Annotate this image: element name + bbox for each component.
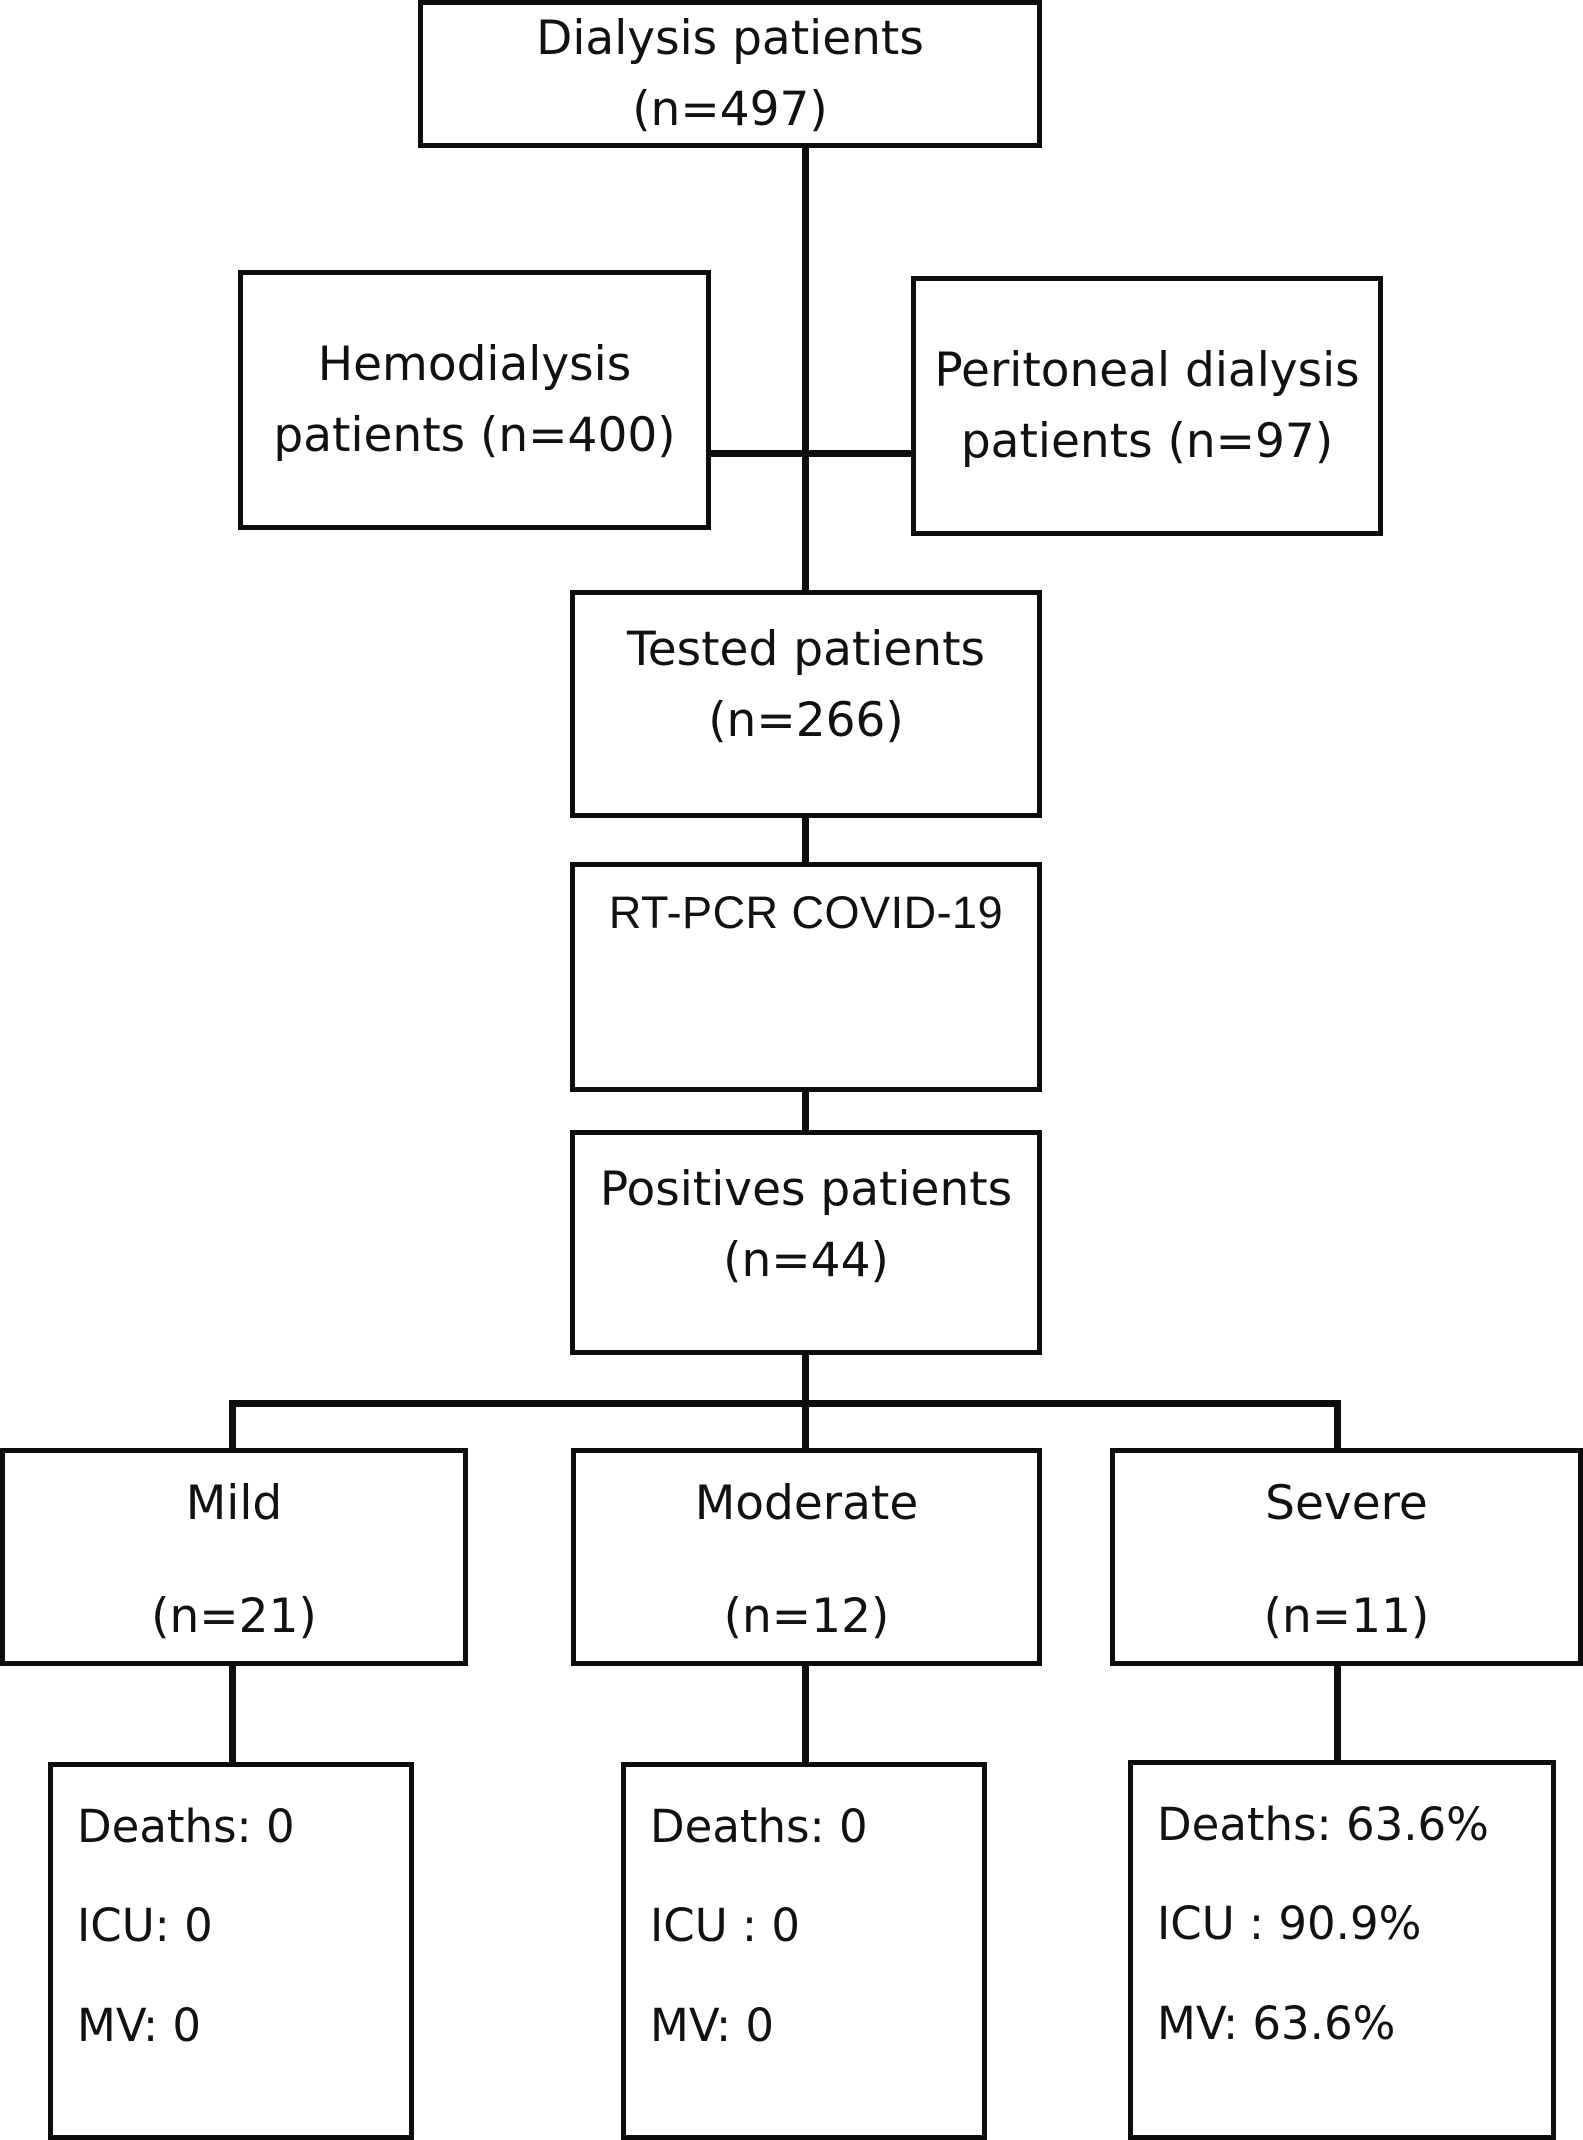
node-moderate-count: (n=12): [723, 1589, 890, 1645]
connector-junction-to-tested: [802, 450, 809, 596]
node-severe[interactable]: Severe (n=11): [1110, 1448, 1583, 1666]
mild-deaths: Deaths: 0: [77, 1800, 295, 1853]
connector-dialysis-split: [706, 450, 916, 457]
node-hemodialysis-label: Hemodialysis: [317, 336, 632, 392]
connector-split-to-moderate: [802, 1400, 809, 1452]
node-tested-label: Tested patients: [627, 622, 985, 677]
connector-mild-to-outcomes: [229, 1662, 236, 1764]
node-moderate-label: Moderate: [694, 1476, 919, 1531]
connector-severity-split: [229, 1400, 1341, 1407]
node-positives-label: Positives patients: [599, 1162, 1013, 1217]
moderate-icu: ICU : 0: [650, 1899, 801, 1953]
severe-icu: ICU : 90.9%: [1157, 1897, 1422, 1951]
node-dialysis-label: Dialysis patients: [536, 10, 924, 66]
node-dialysis-patients[interactable]: Dialysis patients (n=497): [418, 0, 1042, 148]
node-mild-count: (n=21): [151, 1589, 317, 1645]
connector-severe-to-outcomes: [1334, 1662, 1341, 1764]
node-tested-patients[interactable]: Tested patients (n=266): [570, 590, 1042, 818]
node-rtpcr-label: RT-PCR COVID-19: [608, 887, 1004, 938]
moderate-mv: MV: 0: [650, 1998, 775, 2052]
connector-split-to-mild: [229, 1400, 236, 1452]
node-rtpcr-covid19[interactable]: RT-PCR COVID-19: [570, 862, 1042, 1092]
node-moderate-outcomes[interactable]: Deaths: 0 ICU : 0 MV: 0: [621, 1762, 987, 2140]
connector-moderate-to-outcomes: [802, 1662, 809, 1764]
node-peritoneal-label: Peritoneal dialysis: [934, 342, 1360, 398]
node-peritoneal-patients[interactable]: Peritoneal dialysis patients (n=97): [911, 276, 1383, 536]
connector-split-to-severe: [1334, 1400, 1341, 1452]
severe-deaths: Deaths: 63.6%: [1157, 1798, 1489, 1851]
node-mild[interactable]: Mild (n=21): [0, 1448, 468, 1666]
node-mild-outcomes[interactable]: Deaths: 0 ICU: 0 MV: 0: [48, 1762, 414, 2140]
node-severe-label: Severe: [1265, 1476, 1428, 1531]
node-dialysis-count: (n=497): [632, 82, 828, 137]
node-mild-label: Mild: [185, 1476, 283, 1531]
node-severe-count: (n=11): [1263, 1589, 1430, 1645]
moderate-deaths: Deaths: 0: [650, 1800, 868, 1853]
mild-icu: ICU: 0: [77, 1899, 213, 1953]
node-severe-outcomes[interactable]: Deaths: 63.6% ICU : 90.9% MV: 63.6%: [1128, 1760, 1556, 2140]
node-positives-patients[interactable]: Positives patients (n=44): [570, 1130, 1042, 1355]
mild-mv: MV: 0: [77, 1998, 202, 2052]
node-hemodialysis-patients[interactable]: Hemodialysis patients (n=400): [238, 270, 711, 530]
connector-positives-down: [802, 1349, 809, 1407]
connector-tested-to-rtpcr: [802, 812, 809, 868]
connector-dialysis-down: [802, 143, 809, 463]
node-positives-count: (n=44): [723, 1233, 889, 1289]
node-hemodialysis-count: patients (n=400): [273, 408, 676, 463]
node-peritoneal-count: patients (n=97): [960, 414, 1334, 469]
node-tested-count: (n=266): [708, 693, 904, 749]
severe-mv: MV: 63.6%: [1157, 1996, 1396, 2050]
connector-rtpcr-to-positives: [802, 1086, 809, 1136]
node-moderate[interactable]: Moderate (n=12): [571, 1448, 1042, 1666]
